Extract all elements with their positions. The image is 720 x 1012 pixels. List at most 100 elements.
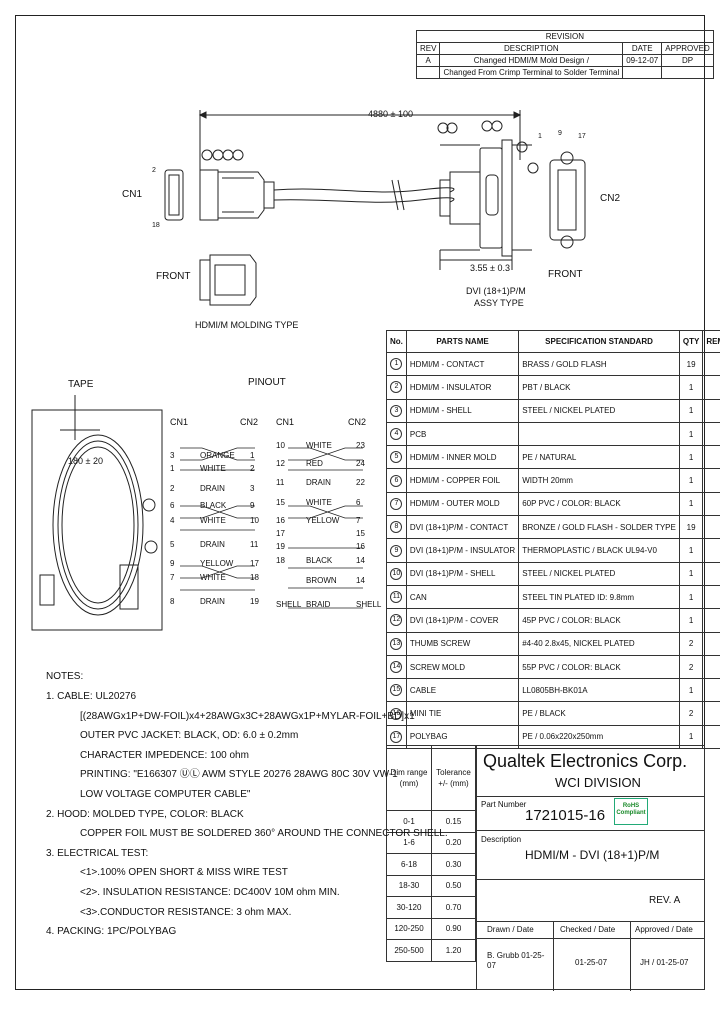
item-number: 15 — [390, 684, 403, 697]
part-qty: 1 — [678, 678, 704, 703]
drawn-label: Drawn / Date — [487, 925, 534, 934]
part-qty: 1 — [678, 608, 704, 633]
pin-number: 17 — [250, 559, 259, 568]
tolerance-value: 0.50 — [431, 874, 476, 897]
cn1-pin: 2 — [152, 167, 156, 174]
part-qty: 1 — [678, 375, 704, 400]
pin-number: 6 — [356, 498, 361, 507]
pin-number: 6 — [170, 501, 175, 510]
item-number: 10 — [390, 567, 403, 580]
note-line: 2. HOOD: MOLDED TYPE, COLOR: BLACK — [46, 808, 244, 820]
note-line: CHARACTER IMPEDENCE: 100 ohm — [80, 749, 249, 761]
part-spec: PE / BLACK — [518, 701, 680, 726]
item-number: 16 — [390, 707, 403, 720]
hdmi-mold-caption: HDMI/M MOLDING TYPE — [195, 320, 299, 330]
note-line: PRINTING: "E166307 ⓊⓁ AWM STYLE 20276 28… — [80, 769, 398, 781]
approved-cell: DP — [661, 54, 714, 67]
part-spec: PE / NATURAL — [518, 445, 680, 470]
part-spec: 45P PVC / COLOR: BLACK — [518, 608, 680, 633]
part-spec: BRONZE / GOLD FLASH - SOLDER TYPE — [518, 515, 680, 540]
pinout-left-cn2: CN2 — [240, 417, 259, 427]
pinout-right-cn2: CN2 — [348, 417, 367, 427]
dvi-caption-2: ASSY TYPE — [474, 298, 524, 308]
part-remarks — [702, 678, 720, 703]
note-line: 1. CABLE: UL20276 — [46, 691, 137, 702]
pin-number: 18 — [250, 573, 259, 582]
spec-header: SPECIFICATION STANDARD — [518, 330, 680, 353]
wire-color: WHITE — [200, 464, 226, 473]
pinout-lines — [180, 447, 363, 609]
cn1-label: CN1 — [122, 189, 143, 200]
part-qty: 1 — [678, 398, 704, 423]
rohs-badge: RoHS Compliant — [614, 798, 648, 825]
pin-number: 1 — [250, 451, 255, 460]
cn2-pin: 9 — [558, 130, 562, 137]
pin-number: 11 — [276, 478, 285, 487]
part-remarks — [702, 398, 720, 423]
item-number: 14 — [390, 661, 403, 673]
part-name: THUMB SCREW — [405, 631, 520, 656]
cn2-pin: 17 — [578, 133, 586, 140]
wire-color: YELLOW — [200, 559, 234, 568]
part-qty: 1 — [678, 561, 704, 586]
note-line: <1>.100% OPEN SHORT & MISS WIRE TEST — [80, 867, 288, 879]
part-remarks — [702, 491, 720, 517]
cn2-label: CN2 — [600, 193, 621, 204]
tolerance-header: Tolerance +/- (mm) — [431, 745, 476, 811]
part-spec: WIDTH 20mm — [518, 468, 680, 493]
pin-number: 7 — [170, 573, 175, 582]
pin-number: 18 — [276, 556, 285, 565]
dim-range: 18-30 — [386, 874, 432, 897]
wire-color: DRAIN — [200, 597, 225, 606]
part-number: 1721015-16 — [525, 807, 606, 824]
pin-number: 2 — [250, 464, 255, 473]
wire-color: WHITE — [306, 498, 332, 507]
wire-color: DRAIN — [306, 478, 331, 487]
part-remarks — [702, 468, 720, 493]
dim-range-header: Dim range (mm) — [386, 745, 432, 811]
pin-number: 24 — [356, 459, 365, 468]
pin-number: 15 — [356, 529, 365, 538]
part-qty: 1 — [678, 584, 704, 610]
rev-cell: A — [415, 54, 441, 67]
part-spec: BRASS / GOLD FLASH — [518, 351, 680, 377]
pin-number: 16 — [276, 516, 285, 525]
revision-title: REVISION — [416, 30, 714, 43]
wire-color: WHITE — [200, 516, 226, 525]
tolerance-value: 0.90 — [431, 917, 476, 940]
part-remarks — [702, 445, 720, 470]
part-name: DVI (18+1)P/M - COVER — [405, 608, 520, 633]
item-number: 13 — [390, 637, 403, 650]
part-qty: 1 — [678, 468, 704, 493]
pinout-title: PINOUT — [248, 377, 286, 388]
item-number: 2 — [390, 381, 403, 394]
part-qty: 1 — [678, 445, 704, 470]
description-label: Description — [481, 835, 522, 844]
part-remarks — [702, 515, 720, 540]
title-block: Qualtek Electronics Corp. WCI DIVISION P… — [476, 745, 705, 991]
note-line: COPPER FOIL MUST BE SOLDERED 360° AROUND… — [80, 828, 448, 840]
dim-range: 6-18 — [386, 853, 432, 876]
note-line: <3>.CONDUCTOR RESISTANCE: 3 ohm MAX. — [80, 906, 292, 918]
part-qty: 2 — [678, 701, 704, 726]
division-name: WCI DIVISION — [555, 775, 641, 790]
checked-label: Checked / Date — [560, 925, 616, 934]
partname-header: PARTS NAME — [405, 330, 520, 353]
pin-number: 14 — [356, 576, 365, 585]
part-remarks — [702, 538, 720, 563]
tolerance-value: 0.70 — [431, 896, 476, 919]
item-number: 3 — [390, 404, 403, 417]
wire-color: YELLOW — [306, 516, 340, 525]
drawn-by: B. Grubb 01-25-07 — [487, 951, 545, 971]
item-number: 1 — [390, 358, 403, 371]
